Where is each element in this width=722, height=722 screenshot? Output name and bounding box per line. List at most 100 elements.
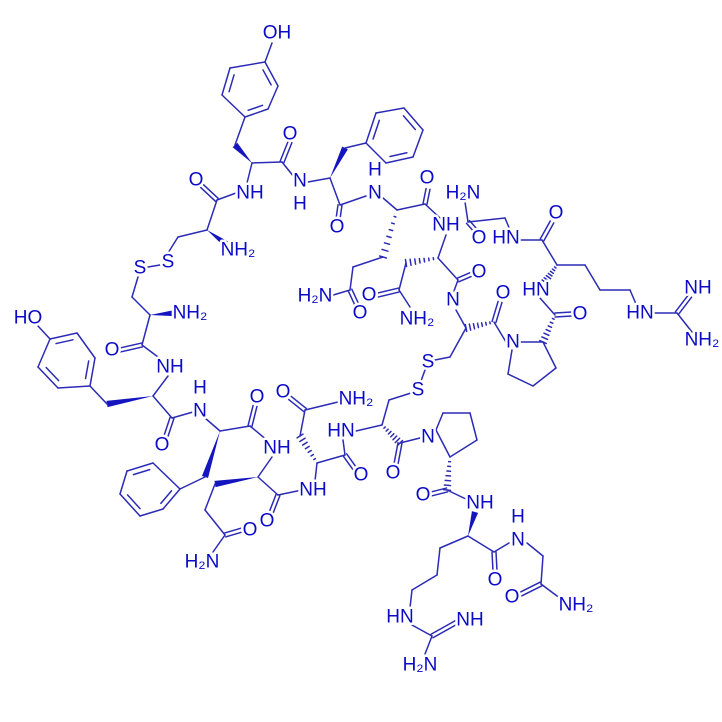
single-bond [449, 327, 467, 358]
double-bond [542, 222, 555, 242]
double-bond [554, 315, 573, 318]
ring-bond [365, 112, 377, 144]
double-bond [539, 220, 552, 240]
double-bond [495, 301, 503, 324]
hashed-bond [385, 428, 389, 432]
bonds-layer [37, 42, 693, 655]
single-bond [539, 297, 556, 316]
ring-bond [152, 462, 181, 490]
atom-label: S [422, 352, 435, 373]
single-bond [89, 385, 108, 405]
single-bond [342, 439, 346, 456]
single-bond [304, 401, 339, 411]
single-bond [147, 264, 161, 268]
atom-label: NH [156, 357, 183, 378]
single-bond [281, 161, 295, 178]
double-bond [495, 551, 498, 572]
atom-label: N [193, 401, 207, 422]
atom-label: O [549, 203, 564, 224]
single-bond [314, 462, 318, 482]
single-bond [204, 417, 221, 432]
single-bond [455, 309, 467, 329]
single-bond [411, 624, 433, 637]
single-bond [131, 276, 139, 298]
double-bond [118, 342, 143, 349]
atom-label: NH₂ [173, 303, 208, 324]
atom-label: S [162, 252, 175, 273]
hashed-bond [393, 215, 397, 218]
atom-label: O [573, 304, 588, 325]
atom-label: H₂N [298, 286, 333, 307]
single-bond [246, 162, 253, 184]
atom-label: HN [626, 303, 653, 324]
hashed-bond [301, 441, 308, 446]
single-bond [540, 555, 544, 585]
single-bond [532, 367, 557, 387]
single-bond [141, 314, 151, 346]
hashed-bond [484, 321, 488, 326]
hashed-bond [476, 322, 480, 329]
hashed-bond [313, 457, 317, 461]
double-bond [335, 203, 339, 220]
single-bond [204, 509, 226, 536]
hashed-bond [383, 242, 391, 246]
double-bond [491, 300, 499, 323]
double-bond [345, 453, 358, 469]
atom-label: H₂N [403, 655, 438, 676]
single-bond [467, 217, 506, 223]
atom-label: O [276, 382, 291, 403]
double-bond [351, 288, 360, 305]
double-bond [458, 275, 474, 283]
hashed-bond [545, 274, 552, 280]
hashed-bond [299, 437, 306, 443]
ring-bond [435, 429, 451, 458]
single-bond [629, 289, 637, 305]
atom-label: H₂N [185, 552, 220, 573]
single-bond [352, 256, 384, 268]
double-bond [456, 271, 472, 279]
atom-label: OH [263, 23, 292, 44]
atom-label: O [155, 435, 170, 456]
aromatic-inner-bond [389, 152, 408, 158]
atom-label: N [421, 427, 435, 448]
single-bond [219, 425, 251, 432]
atom-label: NH₂ [559, 595, 594, 616]
ring-bond [49, 332, 78, 340]
ring-bond [221, 94, 246, 118]
atom-label: NH [236, 183, 263, 204]
ring-bond [37, 366, 59, 389]
hashed-bond [541, 279, 549, 285]
atom-label: HN [386, 607, 413, 628]
atom-label: NH [456, 610, 483, 631]
ring-bond [244, 108, 269, 118]
atom-label: O [362, 285, 377, 306]
single-bond [541, 239, 558, 266]
single-bond [439, 535, 469, 549]
atom-label: HN [327, 421, 354, 442]
single-bond [277, 489, 303, 496]
ring-bond [119, 470, 128, 495]
double-bond [119, 346, 144, 353]
atom-label: H [511, 507, 525, 528]
single-bond [540, 583, 562, 600]
hashed-bond [392, 435, 398, 441]
atom-label: H [368, 160, 382, 181]
aromatic-inner-bond [160, 490, 173, 505]
single-bond [398, 289, 411, 308]
single-bond [329, 289, 351, 297]
wedge-bond [201, 431, 220, 478]
single-bond [349, 266, 354, 291]
single-bond [396, 203, 426, 211]
ring-bond [412, 129, 424, 158]
single-bond [257, 476, 279, 496]
atom-label: O [420, 168, 435, 189]
double-bond [432, 622, 459, 639]
single-bond [424, 203, 441, 219]
single-bond [344, 142, 367, 149]
atom-label: S [412, 380, 425, 401]
atom-label: NH [432, 215, 459, 236]
hashed-bond [549, 321, 554, 325]
ring-bond [365, 142, 387, 164]
ring-bond [267, 85, 279, 110]
ring-bond [139, 508, 164, 517]
